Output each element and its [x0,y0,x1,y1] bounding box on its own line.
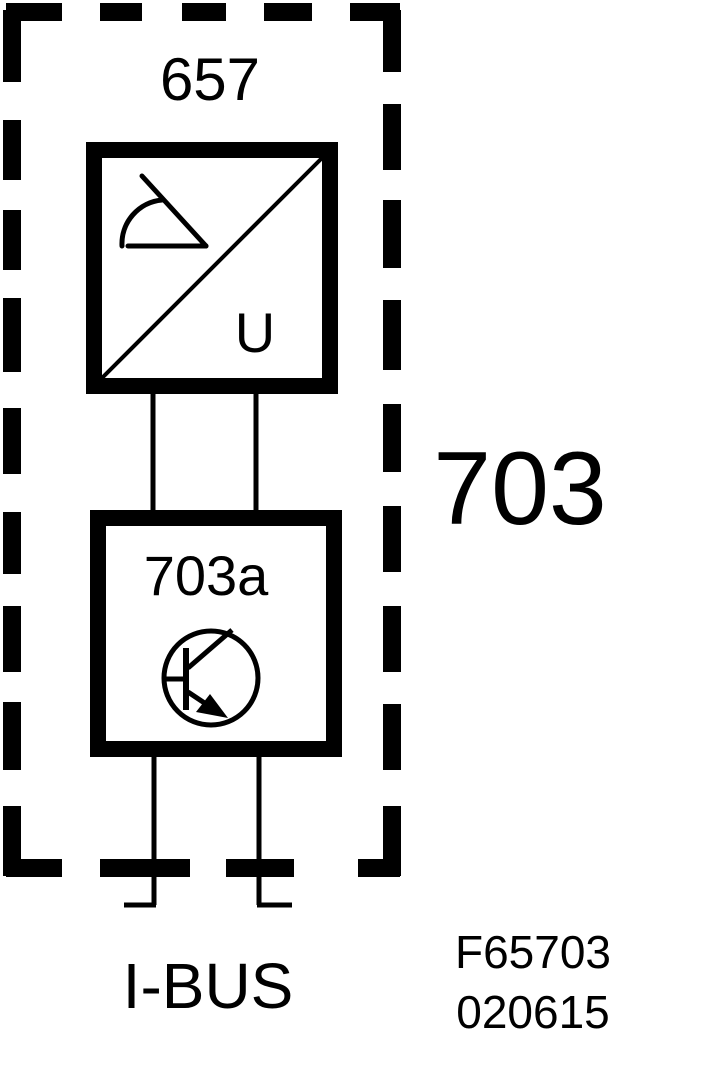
side-ref-label: 703 [433,431,607,547]
figure-date-label: 020615 [456,986,610,1038]
module-block: 703a [90,510,342,757]
dashed-enclosure [3,3,401,877]
bus-label: I-BUS [123,950,294,1022]
converter-block: U [86,142,338,394]
bus-leads [124,757,292,908]
outer-ref-label: 657 [160,46,260,113]
module-ref-label: 703a [144,544,269,607]
bus-terminals [122,859,294,877]
angle-sensor-icon [119,173,209,249]
transistor-icon [161,628,261,728]
converter-diagonal [94,150,330,386]
figure-code-label: F65703 [455,926,611,978]
converter-output-label: U [235,301,275,364]
internal-connections [150,392,259,514]
